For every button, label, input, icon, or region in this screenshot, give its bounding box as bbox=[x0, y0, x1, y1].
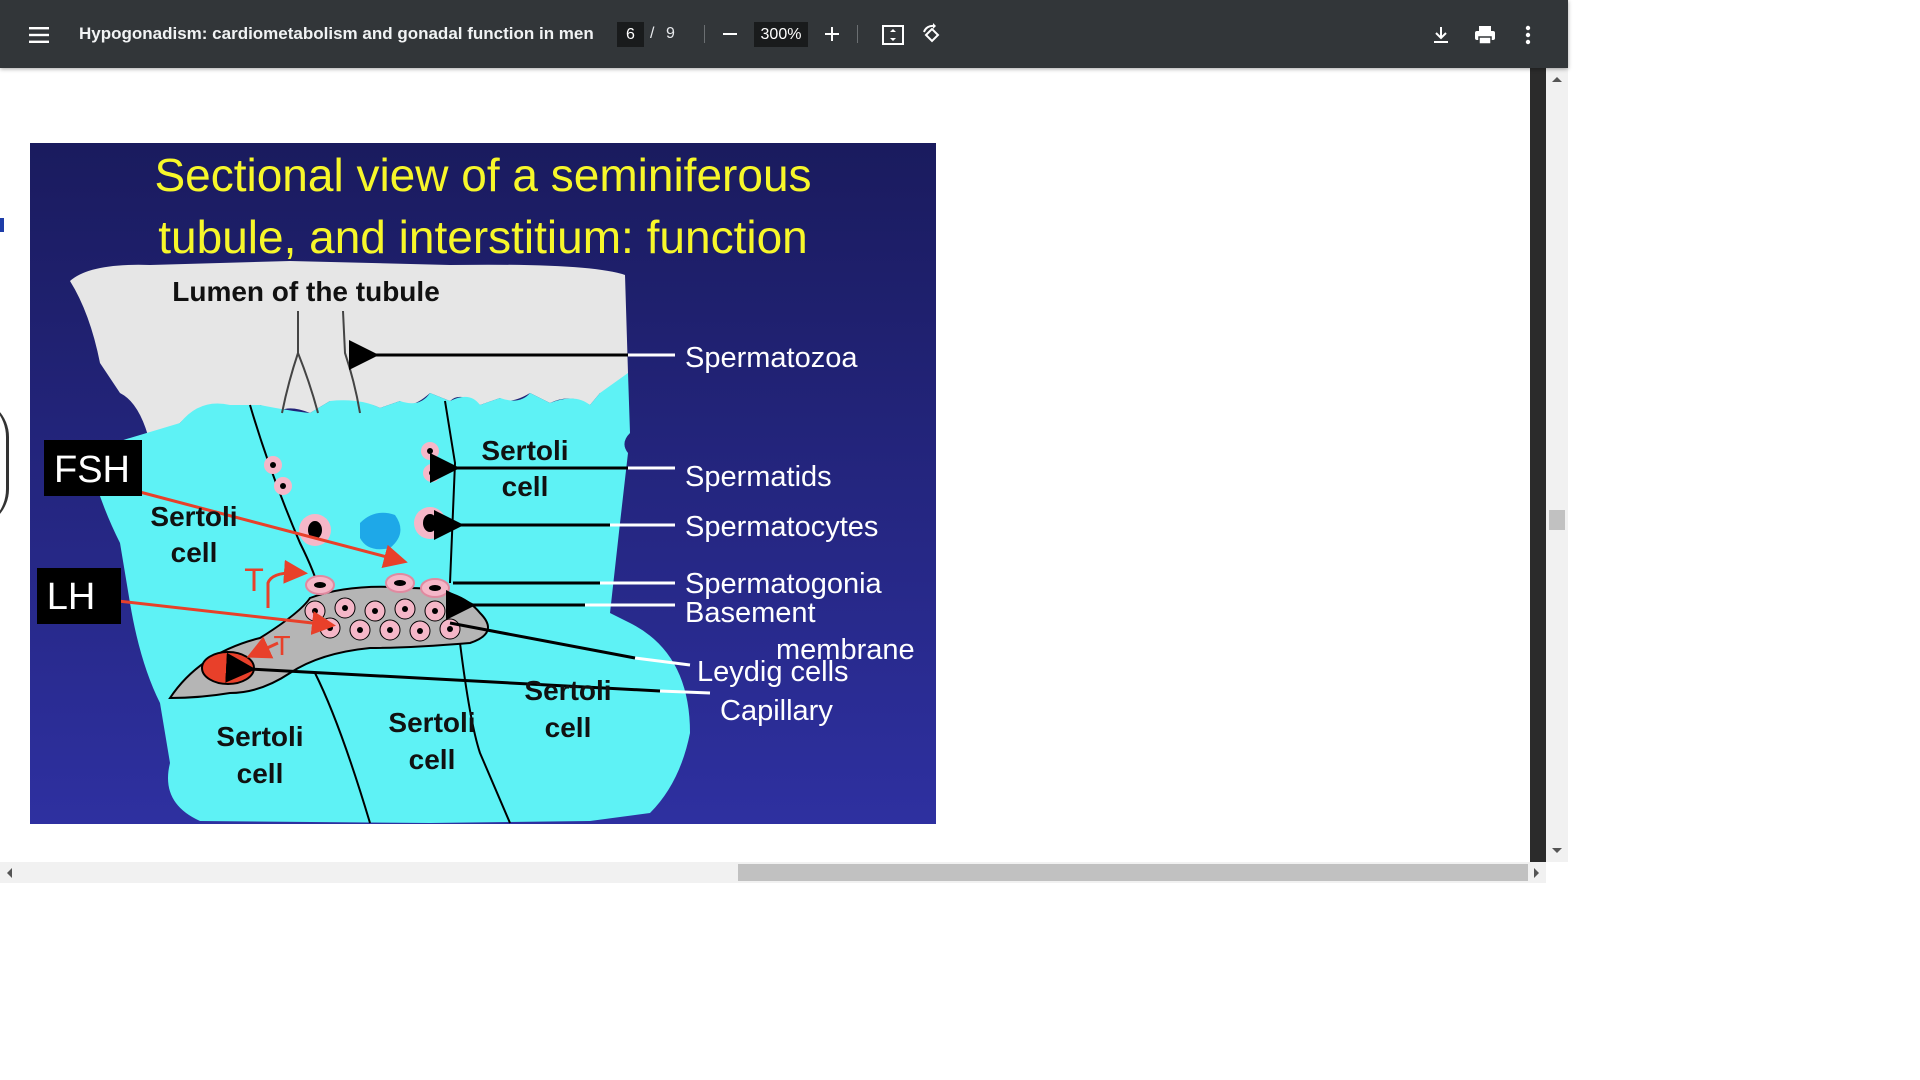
spermatids-label: Spermatids bbox=[685, 461, 832, 493]
sertoli-label: Sertoli bbox=[216, 721, 303, 752]
capillary bbox=[201, 651, 255, 685]
capillary-label: Capillary bbox=[720, 695, 833, 727]
basement-membrane-label: Basement bbox=[685, 597, 816, 629]
sertoli-label: cell bbox=[237, 758, 284, 789]
sertoli-label: cell bbox=[545, 712, 592, 743]
fsh-label: FSH bbox=[54, 449, 130, 491]
toolbar-divider bbox=[704, 25, 705, 43]
zoom-in-icon[interactable] bbox=[818, 20, 846, 48]
lumen-label: Lumen of the tubule bbox=[172, 276, 440, 307]
toolbar-divider bbox=[857, 25, 858, 43]
lh-label: LH bbox=[47, 576, 96, 618]
leydig-cells-label: Leydig cells bbox=[697, 656, 849, 688]
page-total: 9 bbox=[666, 25, 675, 42]
viewer-gutter bbox=[1530, 68, 1546, 862]
zoom-out-icon[interactable] bbox=[716, 20, 744, 48]
sertoli-label: Sertoli bbox=[150, 501, 237, 532]
spermatocyte-cells bbox=[299, 507, 446, 550]
sertoli-label: Sertoli bbox=[481, 435, 568, 466]
sertoli-label: cell bbox=[171, 537, 218, 568]
page-number-input[interactable]: 6 bbox=[617, 22, 644, 47]
page-separator: / bbox=[650, 25, 655, 42]
previous-page-edge bbox=[0, 398, 9, 528]
menu-icon[interactable] bbox=[20, 16, 58, 54]
document-title: Hypogonadism: cardiometabolism and gonad… bbox=[79, 24, 594, 43]
fit-page-icon[interactable] bbox=[878, 20, 908, 50]
more-vert-icon[interactable] bbox=[1516, 20, 1540, 50]
spermatozoa-label: Spermatozoa bbox=[685, 342, 858, 374]
print-icon[interactable] bbox=[1470, 20, 1500, 50]
page-fragment bbox=[0, 218, 4, 232]
fsh-box bbox=[44, 440, 142, 496]
slide-figure: Sectional view of a seminiferous tubule,… bbox=[30, 143, 936, 824]
lh-box bbox=[37, 568, 121, 624]
spermatozoa-tails bbox=[281, 310, 361, 414]
sertoli-label: Sertoli bbox=[388, 707, 475, 738]
zoom-level-input[interactable]: 300% bbox=[754, 22, 808, 47]
download-icon[interactable] bbox=[1426, 20, 1456, 50]
testosterone-label: T bbox=[244, 562, 264, 598]
spermatogonia-cells bbox=[305, 573, 450, 598]
scroll-arrows-icon bbox=[7, 868, 1539, 878]
sertoli-label: cell bbox=[409, 744, 456, 775]
spermatocytes-label: Spermatocytes bbox=[685, 511, 878, 543]
leydig-cell-cluster bbox=[304, 597, 461, 642]
pdf-viewer[interactable]: Sectional view of a seminiferous tubule,… bbox=[0, 68, 1530, 862]
scroll-arrows-icon bbox=[1552, 77, 1562, 853]
sertoli-label: Sertoli bbox=[524, 675, 611, 706]
rotate-icon[interactable] bbox=[917, 20, 947, 50]
horizontal-scroll-thumb[interactable] bbox=[738, 864, 1528, 881]
spermatogonia-label: Spermatogonia bbox=[685, 568, 883, 600]
pdf-toolbar: Hypogonadism: cardiometabolism and gonad… bbox=[0, 0, 1568, 68]
slide-title-line2: tubule, and interstitium: function bbox=[158, 211, 807, 263]
basement-membrane-label: membrane bbox=[776, 634, 915, 666]
slide-title-line1: Sectional view of a seminiferous bbox=[154, 149, 811, 201]
vertical-scroll-thumb[interactable] bbox=[1549, 510, 1565, 530]
sertoli-label: cell bbox=[502, 471, 549, 502]
vertical-scrollbar[interactable] bbox=[1546, 68, 1568, 862]
testosterone-label: T bbox=[273, 630, 290, 661]
